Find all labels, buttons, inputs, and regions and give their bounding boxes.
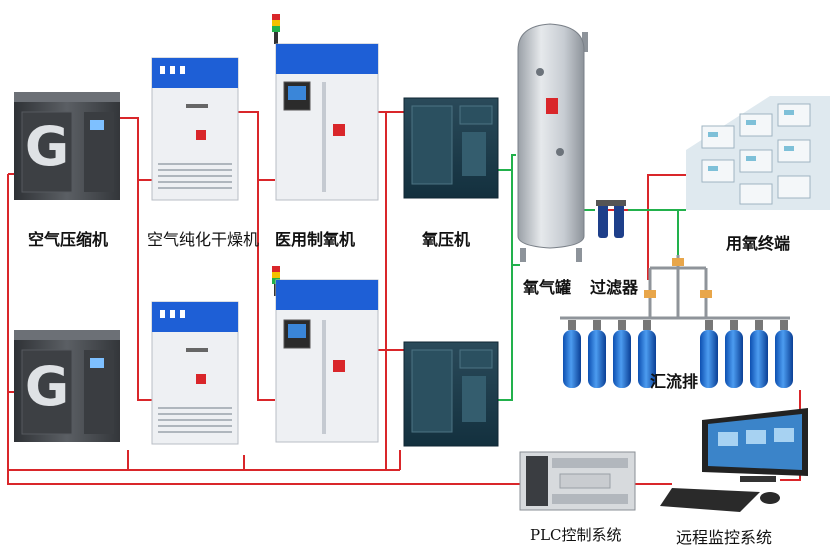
label-air-dryer: 空气纯化干燥机 [147,230,260,249]
gas-cylinders-left [563,320,656,388]
label-medical-oxygen-generator: 医用制氧机 [275,230,356,249]
oxygen-generator-bottom [272,266,379,443]
label-manifold: 汇流排 [650,372,699,391]
label-oxygen-terminal: 用氧终端 [726,234,791,253]
air-compressor-top: G [14,92,120,200]
oxygen-compressor-bottom [403,341,499,447]
oxygen-generator-top [272,14,379,201]
air-dryer-top [151,57,239,201]
label-oxygen-compressor: 氧压机 [422,230,471,249]
label-remote-monitor: 远程监控系统 [676,528,773,547]
green-pipes [498,154,686,401]
gas-cylinders-right [700,320,793,388]
svg-text:G: G [25,355,69,418]
ward-image [686,96,830,210]
label-oxygen-tank: 氧气罐 [523,278,572,297]
label-plc-system: PLC控制系统 [530,526,622,544]
air-compressor-bottom: G [14,330,120,442]
oxygen-compressor-top [403,97,499,199]
label-filter: 过滤器 [590,278,639,297]
red-pipes [7,111,801,485]
monitor-icon [660,408,808,512]
manifold-valves [644,258,712,298]
label-air-compressor: 空气压缩机 [28,230,109,249]
oxygen-tank [517,23,588,262]
filter-icon [596,200,626,238]
plc-icon [519,451,636,511]
air-dryer-bottom [151,301,239,445]
manifold-pipes [560,255,790,320]
svg-text:G: G [25,115,69,178]
